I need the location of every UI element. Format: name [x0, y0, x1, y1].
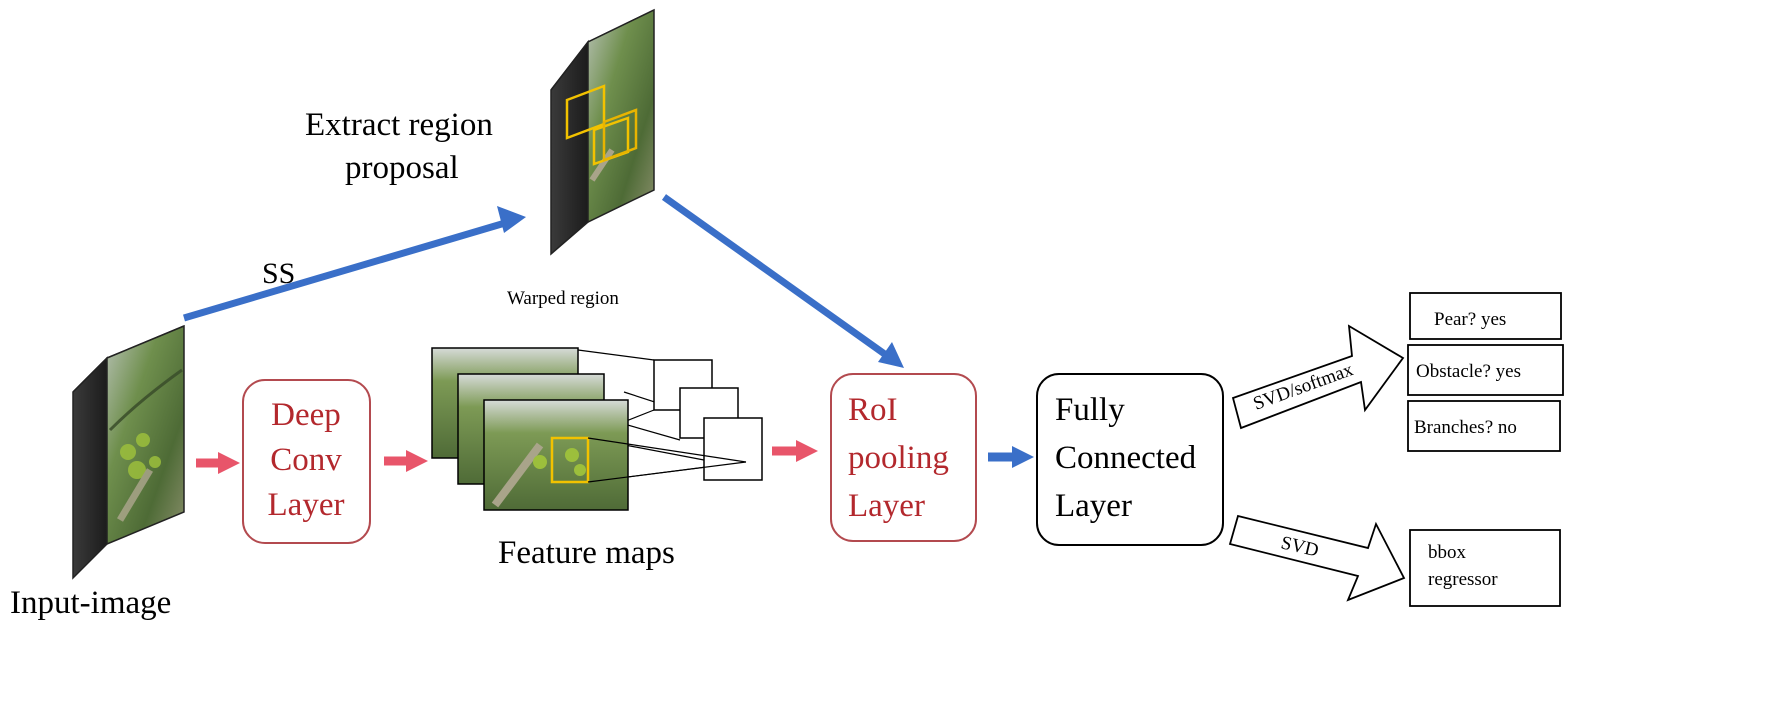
region-proposal-boxes: [565, 84, 638, 166]
maps-to-roi-arrow-head: [796, 440, 818, 462]
deep-conv-line1: Deep: [271, 397, 341, 433]
obstacle-output-text: Obstacle? yes: [1416, 361, 1521, 382]
ss-arrow-shaft: [183, 219, 506, 322]
proposal-box-3: [602, 108, 638, 162]
svd-arrow: SVD: [1228, 514, 1406, 602]
feature-map-3-details: [491, 442, 586, 508]
roi-crop-3: [703, 417, 763, 481]
extract-region-label-line2: proposal: [345, 150, 459, 186]
input-to-conv-arrow-head: [218, 452, 240, 474]
ss-arrow-head: [497, 206, 526, 233]
roi-pooling-layer-frame: [830, 373, 977, 542]
bbox-regressor-line2: regressor: [1428, 569, 1498, 590]
classification-outputs: Pear? yes Obstacle? yes Branches? no: [1407, 292, 1564, 452]
input-image-label: Input-image: [10, 585, 171, 621]
pear-output-box: [1409, 292, 1562, 340]
deep-conv-line2: Conv: [270, 442, 342, 478]
roi-pooling-line3: Layer: [848, 488, 925, 524]
proposal-to-roi-arrow-head: [878, 342, 904, 368]
fully-connected-layer-box: Fully Connected Layer: [1036, 373, 1224, 546]
fully-connected-line3: Layer: [1055, 488, 1132, 524]
pear-output-text: Pear? yes: [1434, 309, 1506, 330]
warped-region-block: [550, 8, 655, 256]
feature-maps-stack: [431, 347, 763, 511]
warped-region-label: Warped region: [507, 288, 619, 309]
feature-roi-box: [550, 436, 590, 484]
deep-conv-line3: Layer: [268, 487, 345, 523]
proposal-to-roi-arrow-shaft: [661, 194, 889, 358]
obstacle-output-box: [1407, 344, 1564, 396]
fully-connected-line1: Fully: [1055, 392, 1125, 428]
conv-to-maps-arrow-head: [406, 450, 428, 472]
fully-connected-line2: Connected: [1055, 440, 1197, 476]
extract-region-label-line1: Extract region: [305, 107, 493, 143]
roi-to-fc-arrow-head: [1012, 446, 1034, 468]
warped-region-side-face: [550, 39, 589, 256]
fully-connected-layer-frame: [1036, 373, 1224, 546]
blue-arrows: [183, 194, 1034, 468]
svd-softmax-arrow-shape: [1231, 324, 1405, 430]
bbox-regressor-output: bbox regressor: [1409, 529, 1561, 607]
deep-conv-layer-frame: [242, 379, 371, 544]
branches-output-text: Branches? no: [1414, 417, 1517, 438]
roi-pooling-layer-box: RoI pooling Layer: [830, 373, 977, 542]
svd-softmax-arrow: SVD/softmax: [1231, 324, 1405, 430]
bbox-regressor-box: [1409, 529, 1561, 607]
input-image-side-face: [72, 356, 108, 580]
feature-maps-label: Feature maps: [498, 535, 675, 571]
svd-arrow-shape: [1228, 514, 1406, 602]
input-image-photo-details: [108, 368, 183, 522]
roi-feature-crops: [653, 359, 763, 481]
deep-conv-layer-box: Deep Conv Layer: [242, 379, 371, 544]
roi-pooling-line1: RoI: [848, 392, 898, 428]
bbox-regressor-line1: bbox: [1428, 542, 1467, 563]
branches-output-box: [1407, 400, 1561, 452]
roi-pooling-line2: pooling: [848, 440, 949, 476]
red-arrows: [196, 440, 818, 474]
input-image-block: [72, 324, 185, 580]
